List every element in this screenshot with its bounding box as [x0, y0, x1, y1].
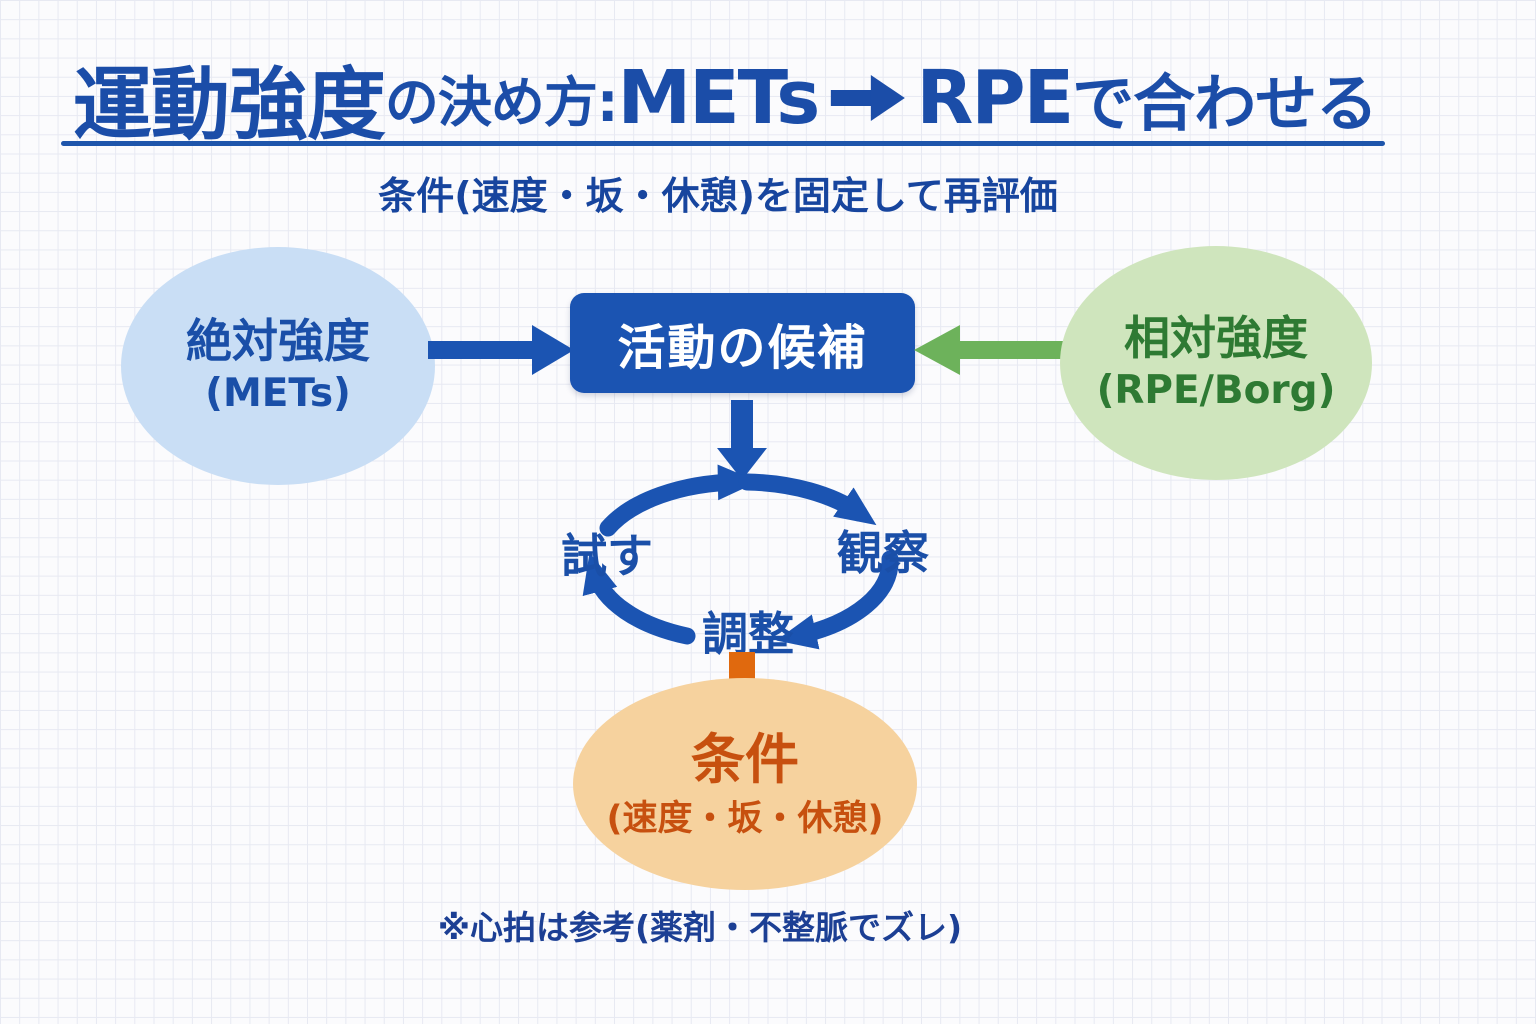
title-divider [61, 141, 1385, 146]
footnote: ※心拍は参考(薬剤・不整脈でズレ) [437, 908, 963, 947]
right-arrow-icon [830, 74, 905, 121]
cycle-label-try: 試す [561, 529, 653, 583]
title-rpe: RPE [916, 54, 1074, 141]
arrow-relative-to-candidate-icon [914, 325, 1066, 375]
arrow-absolute-to-candidate-icon [428, 325, 574, 375]
cycle-arrows-icon [582, 464, 899, 650]
node-absolute-intensity: 絶対強度 (METs) [121, 247, 435, 485]
arrow-candidate-to-cycle-icon [717, 400, 767, 480]
subtitle: 条件(速度・坂・休憩)を固定して再評価 [378, 174, 1058, 218]
node-relative-intensity: 相対強度 (RPE/Borg) [1060, 246, 1372, 480]
title-mets: METs [617, 54, 820, 141]
title-part1: 運動強度 [72, 59, 386, 151]
relative-intensity-label: 相対強度 [1124, 310, 1308, 365]
absolute-intensity-label: 絶対強度 [186, 313, 370, 368]
title-part3: で合わせる [1072, 66, 1378, 140]
relative-intensity-sublabel: (RPE/Borg) [1096, 368, 1336, 414]
cycle-label-observe: 観察 [837, 526, 929, 580]
title-part2: の決め方: [384, 71, 619, 134]
absolute-intensity-sublabel: (METs) [205, 371, 351, 417]
conditions-sublabel: (速度・坂・休憩) [606, 798, 884, 839]
node-activity-candidate: 活動の候補 [570, 293, 915, 393]
node-conditions: 条件 (速度・坂・休憩) [573, 678, 917, 890]
conditions-label: 条件 [691, 728, 799, 792]
page-title: 運動強度 の決め方: METs RPE で合わせる [72, 40, 1378, 155]
activity-candidate-label: 活動の候補 [617, 320, 868, 376]
